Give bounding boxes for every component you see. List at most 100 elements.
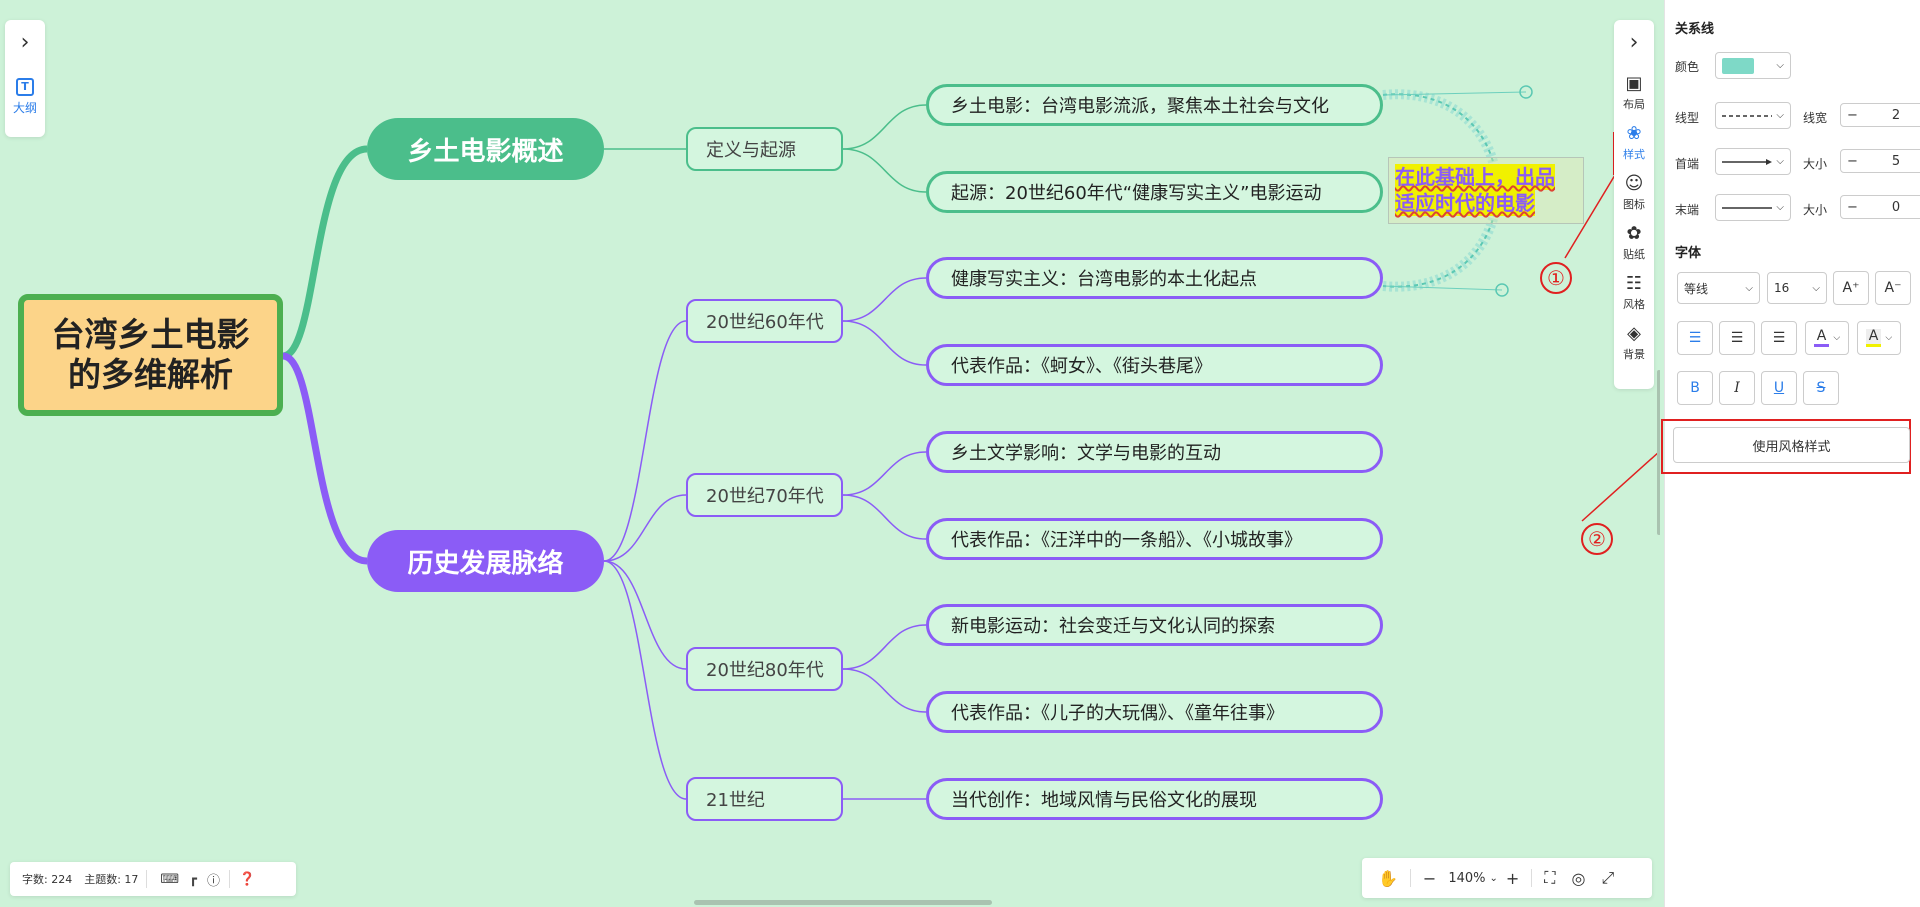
line-color-select[interactable]: ⌵ (1715, 52, 1791, 79)
font-size-value: 16 (1774, 281, 1790, 295)
annotation-marker-2: ② (1581, 523, 1613, 555)
tab-icons[interactable]: ☺ 图标 (1623, 174, 1645, 218)
color-label: 颜色 (1675, 60, 1700, 74)
leaf-topic[interactable]: 代表作品：《儿子的大玩偶》、《童年往事》 (926, 691, 1383, 733)
leaf-topic[interactable]: 起源：20世纪60年代“健康写实主义”电影运动 (926, 171, 1383, 213)
keyboard-icon[interactable]: ⌨ (160, 871, 180, 887)
relation-label[interactable]: 在此基础上，出品 适应时代的电影 (1388, 157, 1584, 224)
font-family-select[interactable]: 等线 ⌵ (1677, 272, 1760, 304)
tab-layout-label: 布局 (1623, 98, 1645, 111)
vertical-scrollbar[interactable] (1657, 370, 1660, 535)
fullscreen-icon[interactable]: ⤢ (1601, 868, 1615, 887)
font-grow-button[interactable]: A⁺ (1833, 271, 1869, 305)
subtopic-21st-century[interactable]: 21世纪 (686, 777, 843, 821)
tab-style-label: 样式 (1623, 148, 1645, 161)
leaf-topic[interactable]: 当代创作：地域风情与民俗文化的展现 (926, 778, 1383, 820)
subtopic-1960s[interactable]: 20世纪60年代 (686, 299, 843, 343)
minus-icon[interactable]: − (1847, 107, 1858, 123)
align-right-button[interactable]: ☰ (1761, 321, 1797, 355)
end-size-stepper[interactable]: −0+ (1840, 195, 1920, 219)
line-type-label: 线型 (1675, 111, 1700, 125)
leaf-topic[interactable]: 代表作品：《汪洋中的一条船》、《小城故事》 (926, 518, 1383, 560)
relation-label-line2: 适应时代的电影 (1395, 190, 1535, 216)
horizontal-scrollbar[interactable] (694, 900, 992, 905)
strikethrough-button[interactable]: S (1803, 371, 1839, 405)
chevron-down-icon: ⌵ (1776, 60, 1784, 71)
leaf-topic[interactable]: 乡土电影：台湾电影流派，聚焦本土社会与文化 (926, 84, 1383, 126)
fit-screen-icon[interactable]: ⛶ (1544, 868, 1556, 887)
hand-tool-icon[interactable]: ✋ (1378, 868, 1398, 888)
start-arrow-select[interactable]: ⌵ (1715, 148, 1791, 175)
expand-chevron-icon[interactable]: › (20, 30, 30, 55)
outline-label[interactable]: 大纲 (12, 101, 37, 115)
leaf-topic[interactable]: 新电影运动：社会变迁与文化认同的探索 (926, 604, 1383, 646)
line-type-select[interactable]: ⌵ (1715, 102, 1791, 129)
start-size-label: 大小 (1803, 157, 1828, 171)
leaf-topic[interactable]: 乡土文学影响：文学与电影的互动 (926, 431, 1383, 473)
subtopic-definition[interactable]: 定义与起源 (686, 127, 843, 171)
zoom-level[interactable]: 140% (1448, 870, 1486, 886)
subtopic-1980s[interactable]: 20世纪80年代 (686, 647, 843, 691)
minus-icon[interactable]: − (1847, 153, 1858, 169)
font-size-select[interactable]: 16 ⌵ (1767, 272, 1827, 304)
align-right-icon: ☰ (1772, 330, 1786, 346)
align-left-button[interactable]: ☰ (1677, 321, 1713, 355)
mindmap-canvas[interactable]: 台湾乡土电影的多维解析 乡土电影概述 历史发展脉络 定义与起源 20世纪60年代… (0, 0, 1660, 907)
main-topic-overview[interactable]: 乡土电影概述 (367, 118, 604, 180)
font-shrink-button[interactable]: A⁻ (1875, 271, 1911, 305)
annotation-box-use-style (1661, 419, 1911, 474)
locate-center-icon[interactable]: ◎ (1571, 868, 1586, 888)
zoom-in-button[interactable]: + (1505, 868, 1520, 888)
collapse-chevron-icon[interactable]: › (1629, 30, 1639, 55)
tab-layout[interactable]: ▣ 布局 (1623, 74, 1645, 118)
word-count: 字数: 224 (22, 873, 73, 886)
font-title: 字体 (1675, 246, 1702, 261)
highlight-icon: A (1865, 329, 1882, 347)
tab-theme[interactable]: ☷ 风格 (1623, 274, 1645, 318)
font-color-button[interactable]: A ⌵ (1805, 321, 1849, 355)
bold-button[interactable]: B (1677, 371, 1713, 405)
outline-icon[interactable]: T (16, 78, 34, 96)
leaf-topic[interactable]: 健康写实主义：台湾电影的本土化起点 (926, 257, 1383, 299)
tab-stickers[interactable]: ✿ 贴纸 (1623, 224, 1645, 268)
annotation-marker-1: ① (1540, 262, 1572, 294)
leaf-topic[interactable]: 代表作品：《蚵女》、《街头巷尾》 (926, 344, 1383, 386)
line-width-value: 2 (1891, 107, 1901, 123)
minus-icon[interactable]: − (1847, 199, 1858, 215)
tab-theme-label: 风格 (1623, 298, 1645, 311)
end-arrow-label: 末端 (1675, 203, 1700, 217)
align-center-button[interactable]: ☰ (1719, 321, 1755, 355)
root-topic-line1: 台湾乡土电影 (51, 315, 250, 354)
align-center-icon: ☰ (1730, 330, 1744, 346)
chevron-down-icon: ⌵ (1812, 282, 1820, 294)
zoom-toolbar: ✋ − 140% ⌄ + ⛶ ◎ ⤢ (1362, 858, 1652, 898)
underline-button[interactable]: U (1761, 371, 1797, 405)
tab-style[interactable]: ❀ 样式 (1623, 124, 1645, 168)
left-toolbar: › T 大纲 (5, 20, 45, 137)
structure-icon[interactable]: ┏ (189, 871, 197, 887)
italic-button[interactable]: I (1719, 371, 1755, 405)
subtopic-1970s[interactable]: 20世纪70年代 (686, 473, 843, 517)
start-size-value: 5 (1891, 153, 1901, 169)
start-size-stepper[interactable]: −5+ (1840, 149, 1920, 173)
info-icon[interactable]: ⓘ (207, 873, 221, 889)
tab-background[interactable]: ◈ 背景 (1623, 324, 1645, 368)
chevron-down-icon: ⌵ (1776, 156, 1784, 167)
highlight-color-button[interactable]: A ⌵ (1857, 321, 1901, 355)
start-arrow-label: 首端 (1675, 157, 1700, 171)
line-width-stepper[interactable]: −2+ (1840, 103, 1920, 127)
zoom-out-button[interactable]: − (1422, 868, 1437, 888)
font-color-icon: A (1813, 329, 1830, 347)
use-style-button[interactable]: 使用风格样式 (1673, 427, 1910, 463)
end-arrow-select[interactable]: ⌵ (1715, 194, 1791, 221)
zoom-dropdown-chevron-icon[interactable]: ⌄ (1489, 872, 1498, 884)
chevron-down-icon: ⌵ (1745, 282, 1753, 294)
line-color-swatch (1722, 57, 1754, 74)
emoji-icon: ☺ (1624, 173, 1644, 194)
main-topic-history[interactable]: 历史发展脉络 (367, 530, 604, 592)
root-topic[interactable]: 台湾乡土电影的多维解析 (18, 294, 283, 416)
layers-icon: ◈ (1627, 323, 1641, 344)
tab-background-label: 背景 (1623, 348, 1645, 361)
help-icon[interactable]: ❓ (239, 871, 256, 887)
chevron-down-icon: ⌵ (1776, 110, 1784, 121)
